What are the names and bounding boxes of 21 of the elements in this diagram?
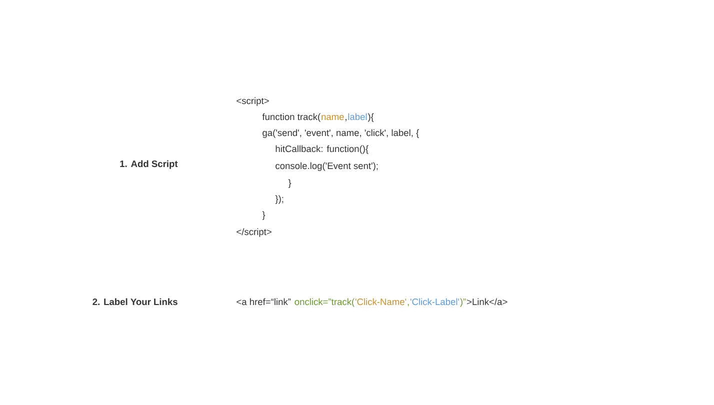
code-text: , <box>408 304 409 306</box>
code-text: >Link</a> <box>467 298 508 306</box>
code-text: </script> <box>236 228 272 237</box>
step-heading: 1. Add Script <box>120 160 178 169</box>
code-text: } <box>262 211 266 220</box>
code-text: onclick=”track( <box>294 298 355 307</box>
code-text: } <box>288 179 292 188</box>
code-text: console.log('Event sent'); <box>276 162 378 171</box>
code-text: label <box>348 113 367 120</box>
code-text: 'Click-Name' <box>355 298 406 306</box>
code-text: )” <box>460 298 466 307</box>
code-text: function track( <box>262 113 321 122</box>
code-text: <a href=“link” <box>236 298 291 306</box>
code-text: 'Click-Label' <box>410 298 460 306</box>
code-text: }); <box>275 195 284 204</box>
code-text: ga('send', 'event', name, 'click', label, { <box>262 129 419 138</box>
code-text: hitCallback: function(){ <box>276 145 368 154</box>
code-text: ){ <box>368 113 374 122</box>
code-text: name <box>322 115 344 120</box>
code-text: <script> <box>236 97 269 106</box>
step-heading: 2. Label Your Links <box>92 298 178 306</box>
